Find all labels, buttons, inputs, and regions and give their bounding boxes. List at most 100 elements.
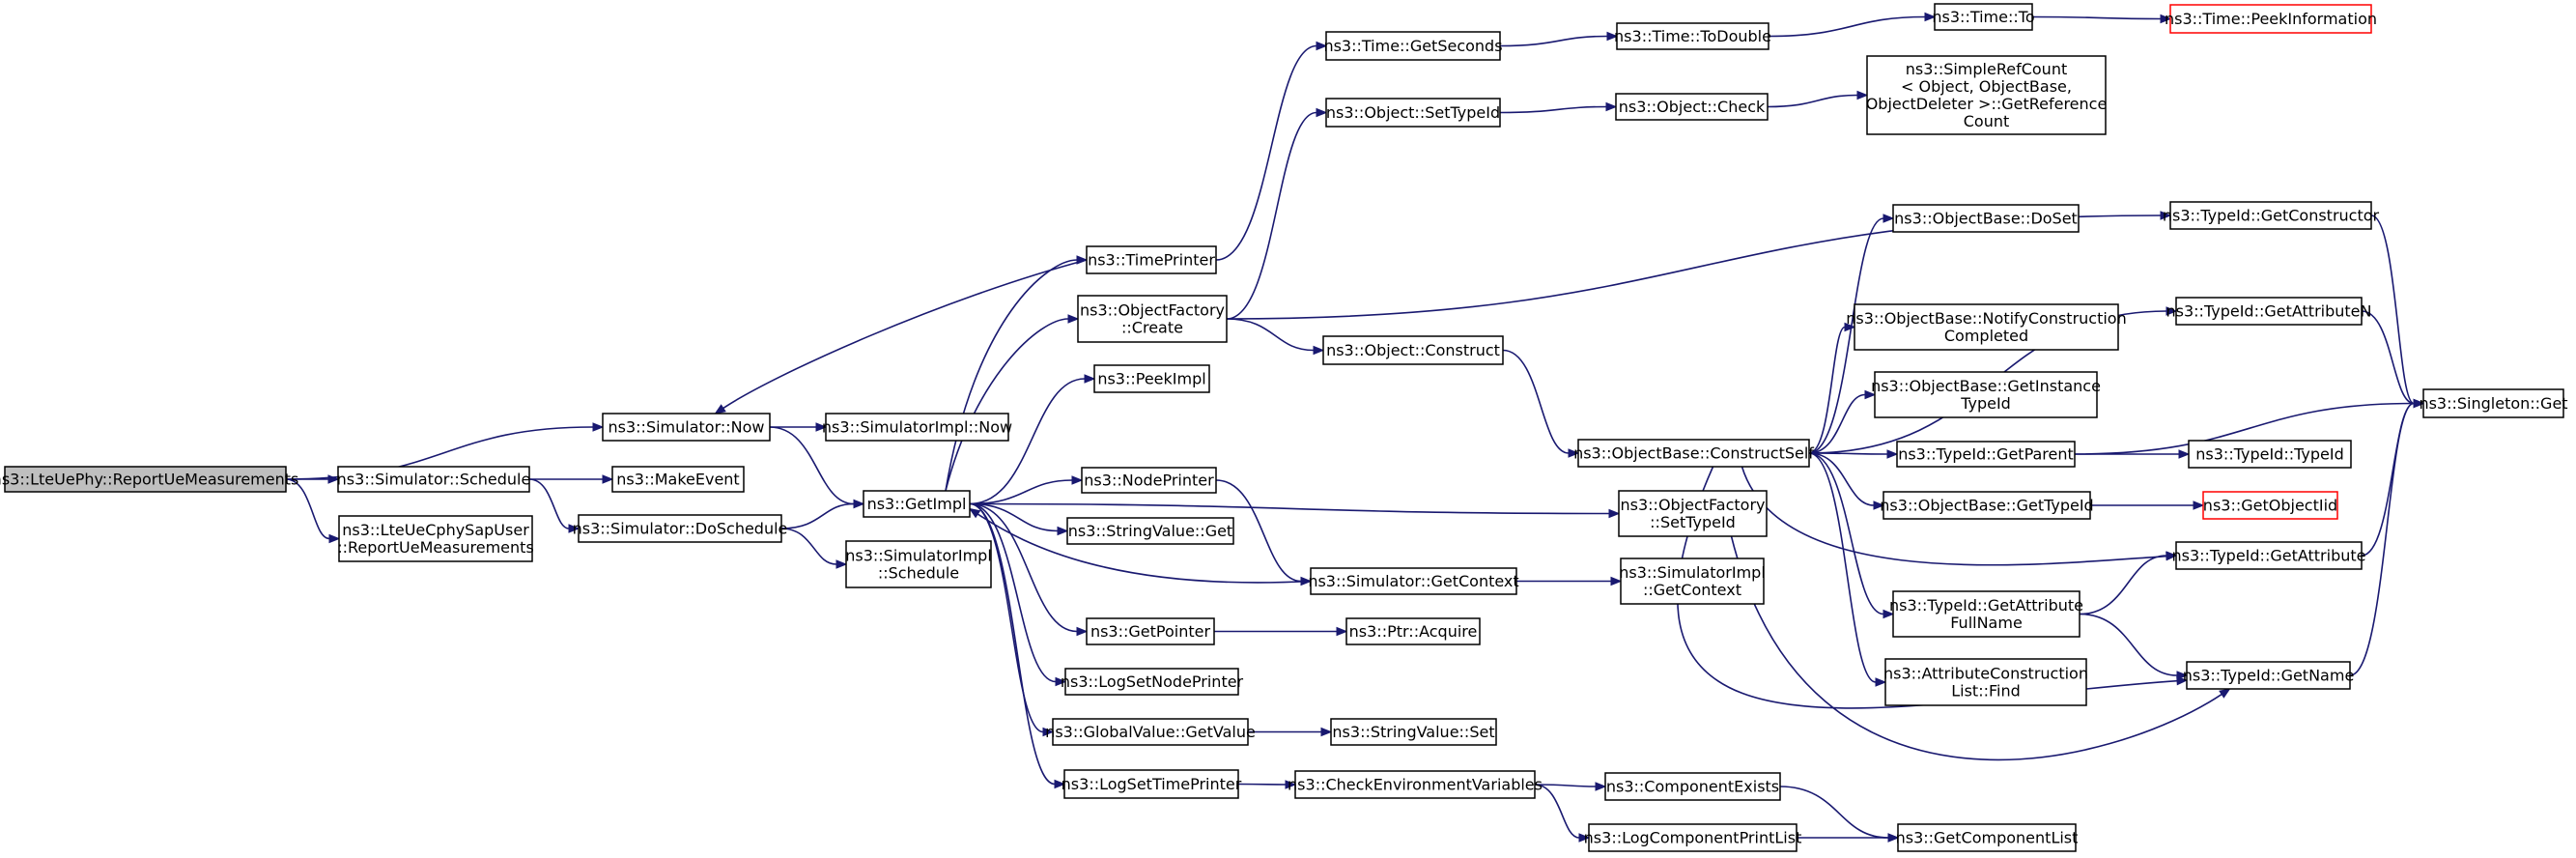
- edge-arrowhead: [1882, 214, 1895, 223]
- edge-objcheck-to-refcount: [1767, 90, 1869, 108]
- node-getcomplist[interactable]: ns3::GetComponentList: [1896, 823, 2079, 852]
- edge-line: [969, 502, 1056, 786]
- node-logsetnode[interactable]: ns3::LogSetNodePrinter: [1061, 668, 1244, 696]
- node-box: [1892, 204, 2080, 233]
- edge-getimpl-to-getpointer: [969, 502, 1089, 637]
- node-logsettime[interactable]: ns3::LogSetTimePrinter: [1062, 769, 1242, 799]
- node-refcount[interactable]: ns3::SimpleRefCount< Object, ObjectBase,…: [1866, 55, 2108, 135]
- edge-arrowhead: [1071, 475, 1084, 485]
- node-box: [1882, 491, 2091, 520]
- edge-attrfullname-to-getname: [2079, 613, 2189, 680]
- node-getseconds[interactable]: ns3::Time::GetSeconds: [1323, 31, 1503, 61]
- edge-line: [1215, 479, 1302, 583]
- node-label: ns3::Time::GetSeconds: [1323, 37, 1502, 55]
- node-compexists[interactable]: ns3::ComponentExists: [1604, 772, 1781, 801]
- node-box: [2169, 201, 2372, 230]
- node-makeevent[interactable]: ns3::MakeEvent: [611, 466, 745, 493]
- node-singleton[interactable]: ns3::Singleton::Get: [2419, 388, 2568, 418]
- edge-arrowhead: [1864, 389, 1877, 400]
- edge-line: [2361, 402, 2415, 557]
- node-getattrn[interactable]: ns3::TypeId::GetAttributeN: [2166, 297, 2372, 326]
- node-getimpl[interactable]: ns3::GetImpl: [863, 490, 971, 518]
- node-box: [1620, 558, 1765, 605]
- node-box: [1063, 769, 1239, 799]
- edge-report-to-sapuser: [285, 478, 341, 544]
- node-logcomplist[interactable]: ns3::LogComponentPrintList: [1584, 823, 1802, 852]
- edge-line: [1808, 452, 1884, 615]
- node-doset[interactable]: ns3::ObjectBase::DoSet: [1892, 204, 2080, 233]
- edge-line: [969, 502, 1078, 633]
- node-nodeprinter[interactable]: ns3::NodePrinter: [1081, 467, 1217, 494]
- edge-line: [1534, 784, 1580, 839]
- node-timeto[interactable]: ns3::Time::To: [1932, 3, 2035, 31]
- node-implgetcontext[interactable]: ns3::SimulatorImpl::GetContext: [1619, 558, 1766, 605]
- edge-line: [1226, 111, 1317, 320]
- node-report[interactable]: ns3::LteUePhy::ReportUeMeasurements: [0, 466, 298, 493]
- node-getpointer[interactable]: ns3::GetPointer: [1086, 617, 1215, 645]
- node-constructself[interactable]: ns3::ObjectBase::ConstructSelf: [1573, 439, 1814, 468]
- node-box: [2169, 4, 2372, 34]
- edge-arrowhead: [2413, 398, 2425, 409]
- node-svset[interactable]: ns3::StringValue::Set: [1330, 718, 1497, 746]
- node-label: ns3::MakeEvent: [616, 471, 739, 489]
- node-label: ns3::TypeId::GetConstructor: [2163, 207, 2380, 225]
- node-label: ns3::SimulatorImpl::Now: [822, 418, 1012, 437]
- node-getconstructor[interactable]: ns3::TypeId::GetConstructor: [2163, 201, 2380, 230]
- node-acquire[interactable]: ns3::Ptr::Acquire: [1345, 617, 1481, 645]
- node-implnow[interactable]: ns3::SimulatorImpl::Now: [822, 413, 1012, 442]
- edge-arrowhead: [835, 559, 848, 569]
- edge-timeprinter-to-getseconds: [1215, 41, 1328, 261]
- node-ofcreate[interactable]: ns3::ObjectFactory::Create: [1077, 295, 1228, 343]
- node-getparent[interactable]: ns3::TypeId::GetParent: [1896, 441, 2076, 468]
- node-svget[interactable]: ns3::StringValue::Get: [1066, 517, 1234, 545]
- edge-arrowhead: [2176, 675, 2189, 686]
- node-label: ns3::TypeId::GetParent: [1898, 445, 2074, 464]
- edge-line: [2079, 555, 2167, 615]
- node-implschedule[interactable]: ns3::SimulatorImpl::Schedule: [845, 540, 992, 588]
- node-tidtypeid[interactable]: ns3::TypeId::TypeId: [2188, 440, 2352, 469]
- node-peekimpl[interactable]: ns3::PeekImpl: [1093, 364, 1210, 393]
- node-gvgetvalue[interactable]: ns3::GlobalValue::GetValue: [1045, 718, 1256, 746]
- node-todouble[interactable]: ns3::Time::ToDouble: [1614, 22, 1771, 50]
- edge-ofsettypeid-to-getname: [1730, 535, 2231, 761]
- edge-line: [945, 259, 1078, 492]
- edge-todouble-to-timeto: [1768, 12, 1937, 38]
- node-getname[interactable]: ns3::TypeId::GetName: [2183, 661, 2355, 690]
- node-checkenv[interactable]: ns3::CheckEnvironmentVariables: [1288, 770, 1543, 799]
- edge-line: [1741, 466, 2167, 566]
- edge-line: [969, 502, 1044, 733]
- edge-arrowhead: [327, 474, 340, 484]
- node-box: [602, 413, 771, 442]
- node-peekinfo[interactable]: ns3::Time::PeekInformation: [2165, 4, 2377, 34]
- node-getobjectiid[interactable]: ns3::GetObjectIid: [2202, 491, 2338, 520]
- edge-arrowhead: [1568, 448, 1580, 458]
- node-label: ns3::ObjectBase::NotifyConstruction: [1846, 309, 2126, 328]
- node-objcheck[interactable]: ns3::Object::Check: [1615, 93, 1769, 121]
- node-ofsettypeid[interactable]: ns3::ObjectFactory::SetTypeId: [1618, 490, 1768, 537]
- node-box: [1294, 770, 1536, 799]
- node-construct[interactable]: ns3::Object::Construct: [1322, 335, 1504, 365]
- node-timeprinter[interactable]: ns3::TimePrinter: [1086, 245, 1217, 274]
- node-doschedule[interactable]: ns3::Simulator::DoSchedule: [573, 514, 788, 543]
- node-getattribute[interactable]: ns3::TypeId::GetAttribute: [2171, 541, 2366, 570]
- edge-arrowhead: [1844, 322, 1856, 332]
- edge-getattrn-to-singleton: [2361, 310, 2425, 409]
- node-settypeid[interactable]: ns3::Object::SetTypeId: [1325, 98, 1501, 128]
- edge-line: [1808, 393, 1866, 454]
- edge-arrowhead: [1924, 12, 1937, 22]
- node-now[interactable]: ns3::Simulator::Now: [602, 413, 771, 442]
- node-schedule[interactable]: ns3::Simulator::Schedule: [337, 466, 531, 493]
- node-getcontext[interactable]: ns3::Simulator::GetContext: [1308, 567, 1519, 595]
- edge-arrowhead: [968, 507, 981, 519]
- node-label: ns3::Simulator::Now: [609, 418, 765, 437]
- edge-arrowhead: [1042, 727, 1055, 737]
- node-label: ns3::GetImpl: [867, 495, 967, 513]
- node-box: [2422, 388, 2564, 418]
- node-obgettypeid[interactable]: ns3::ObjectBase::GetTypeId: [1880, 491, 2094, 520]
- node-sapuser[interactable]: ns3::LteUeCphySapUser::ReportUeMeasureme…: [337, 515, 534, 562]
- node-notify[interactable]: ns3::ObjectBase::NotifyConstructionCompl…: [1846, 303, 2127, 351]
- edge-line: [1808, 217, 1884, 454]
